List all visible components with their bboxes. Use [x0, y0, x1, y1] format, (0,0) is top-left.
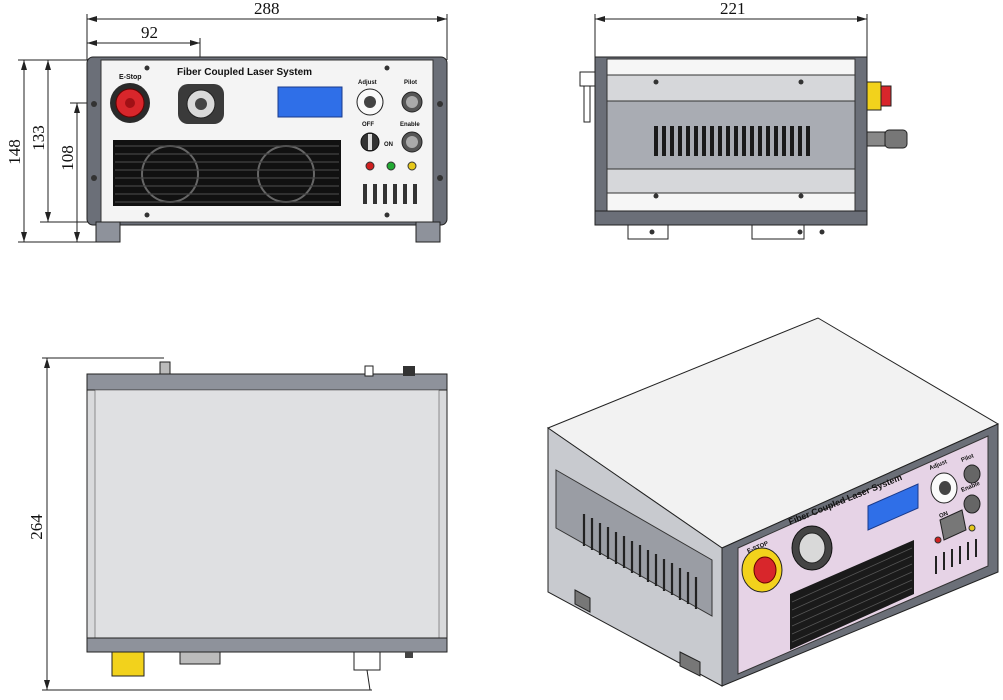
top-front-edge [86, 637, 448, 653]
front-panel-title: Fiber Coupled Laser System [177, 67, 312, 78]
top-rear-connector [159, 361, 171, 375]
side-bottom-strip [606, 192, 856, 212]
side-view: 221 [579, 0, 908, 240]
led-red [365, 161, 375, 171]
iso-lcd-display [867, 483, 919, 531]
iso-pilot-button[interactable] [963, 464, 981, 484]
dim-108-label: 108 [58, 145, 77, 171]
screw [144, 65, 150, 71]
screw [91, 175, 97, 181]
top-estop [111, 651, 145, 677]
adjust-knob[interactable] [364, 96, 376, 108]
side-middle-band [606, 100, 856, 170]
side-estop [866, 81, 882, 111]
dim-264-label: 264 [27, 514, 46, 540]
rear-connector [579, 71, 596, 87]
top-view: 264 [27, 357, 448, 691]
dim-side-depth: 221 [594, 0, 868, 80]
enable-label: Enable [400, 122, 420, 128]
front-view: 288 92 148 133 108 [5, 0, 448, 243]
on-label: ON [384, 142, 393, 148]
estop-center [125, 98, 135, 108]
iso-led-yellow [968, 524, 976, 532]
side-key [866, 131, 886, 147]
foot-left [95, 221, 121, 243]
iso-led-red [934, 536, 942, 544]
adjust-label: Adjust [358, 80, 377, 86]
lcd-display [277, 86, 343, 118]
foot-right [415, 221, 441, 243]
side-lower-band [606, 168, 856, 194]
fiber-connector-core [195, 98, 207, 110]
side-foot-left [627, 224, 669, 240]
dim-front-width: 288 [86, 0, 448, 60]
pilot-label: Pilot [404, 80, 417, 86]
iso-adjust-knob[interactable] [939, 481, 951, 495]
dim-133-label: 133 [29, 125, 48, 151]
front-small-vents [363, 184, 417, 204]
led-yellow [407, 161, 417, 171]
screw [384, 212, 390, 218]
top-fiber-connector [179, 651, 221, 665]
iso-estop-button[interactable] [753, 556, 777, 584]
side-top-strip [606, 58, 856, 76]
screw [144, 212, 150, 218]
dim-221-label: 221 [720, 0, 746, 18]
iso-side-vents [582, 514, 698, 609]
enable-button-cap [406, 136, 418, 148]
screw [384, 65, 390, 71]
dim-148-label: 148 [5, 139, 24, 165]
top-rear-edge [86, 373, 448, 391]
side-upper-band [606, 74, 856, 102]
iso-fiber-connector[interactable] [798, 532, 826, 564]
led-green [386, 161, 396, 171]
off-label: OFF [362, 122, 374, 128]
isometric-view: Fiber Coupled Laser System E-STOP Adjust… [546, 317, 1000, 687]
pilot-button-cap [406, 96, 418, 108]
screw [437, 101, 443, 107]
top-fiber-cable [353, 651, 381, 671]
side-vent-slots [654, 126, 810, 156]
iso-on-label: ON [939, 511, 950, 520]
dim-92-label: 92 [141, 23, 158, 42]
iso-front-grille [790, 540, 914, 650]
front-fan-grille [113, 140, 341, 206]
iso-enable-button[interactable] [963, 494, 981, 514]
screw [91, 101, 97, 107]
dim-288-label: 288 [254, 0, 280, 18]
screw [437, 175, 443, 181]
dim-front-heights: 148 133 108 [5, 59, 100, 243]
key-slot [368, 134, 372, 150]
iso-key[interactable] [939, 509, 967, 541]
estop-label: E-Stop [119, 74, 142, 81]
side-foot-right [751, 224, 805, 240]
iso-pilot-label: Pilot [961, 453, 975, 463]
side-base [594, 210, 868, 226]
dim-top-depth: 264 [27, 357, 372, 691]
